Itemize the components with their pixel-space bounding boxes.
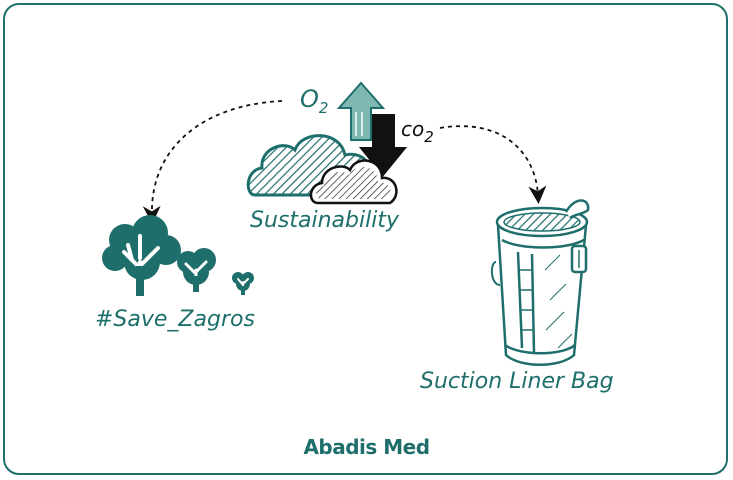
- trees-icon: [102, 215, 254, 298]
- suction-bag-icon: [490, 199, 590, 366]
- sustainability-label: Sustainability: [250, 208, 399, 233]
- down-arrow-icon: [358, 114, 408, 177]
- card-frame: [3, 3, 728, 475]
- co2-to-bag-arrow: [439, 125, 547, 204]
- suction-liner-bag-label: Suction Liner Bag: [420, 369, 614, 394]
- cloud-icon: [246, 134, 398, 205]
- brand-name: Abadis Med: [303, 435, 430, 459]
- up-arrow-icon: [336, 81, 386, 141]
- save-zagros-label: #Save_Zagros: [95, 307, 255, 332]
- o2-to-trees-arrow: [142, 100, 283, 224]
- co2-label: co2: [401, 117, 434, 146]
- o2-label: O2: [300, 85, 329, 117]
